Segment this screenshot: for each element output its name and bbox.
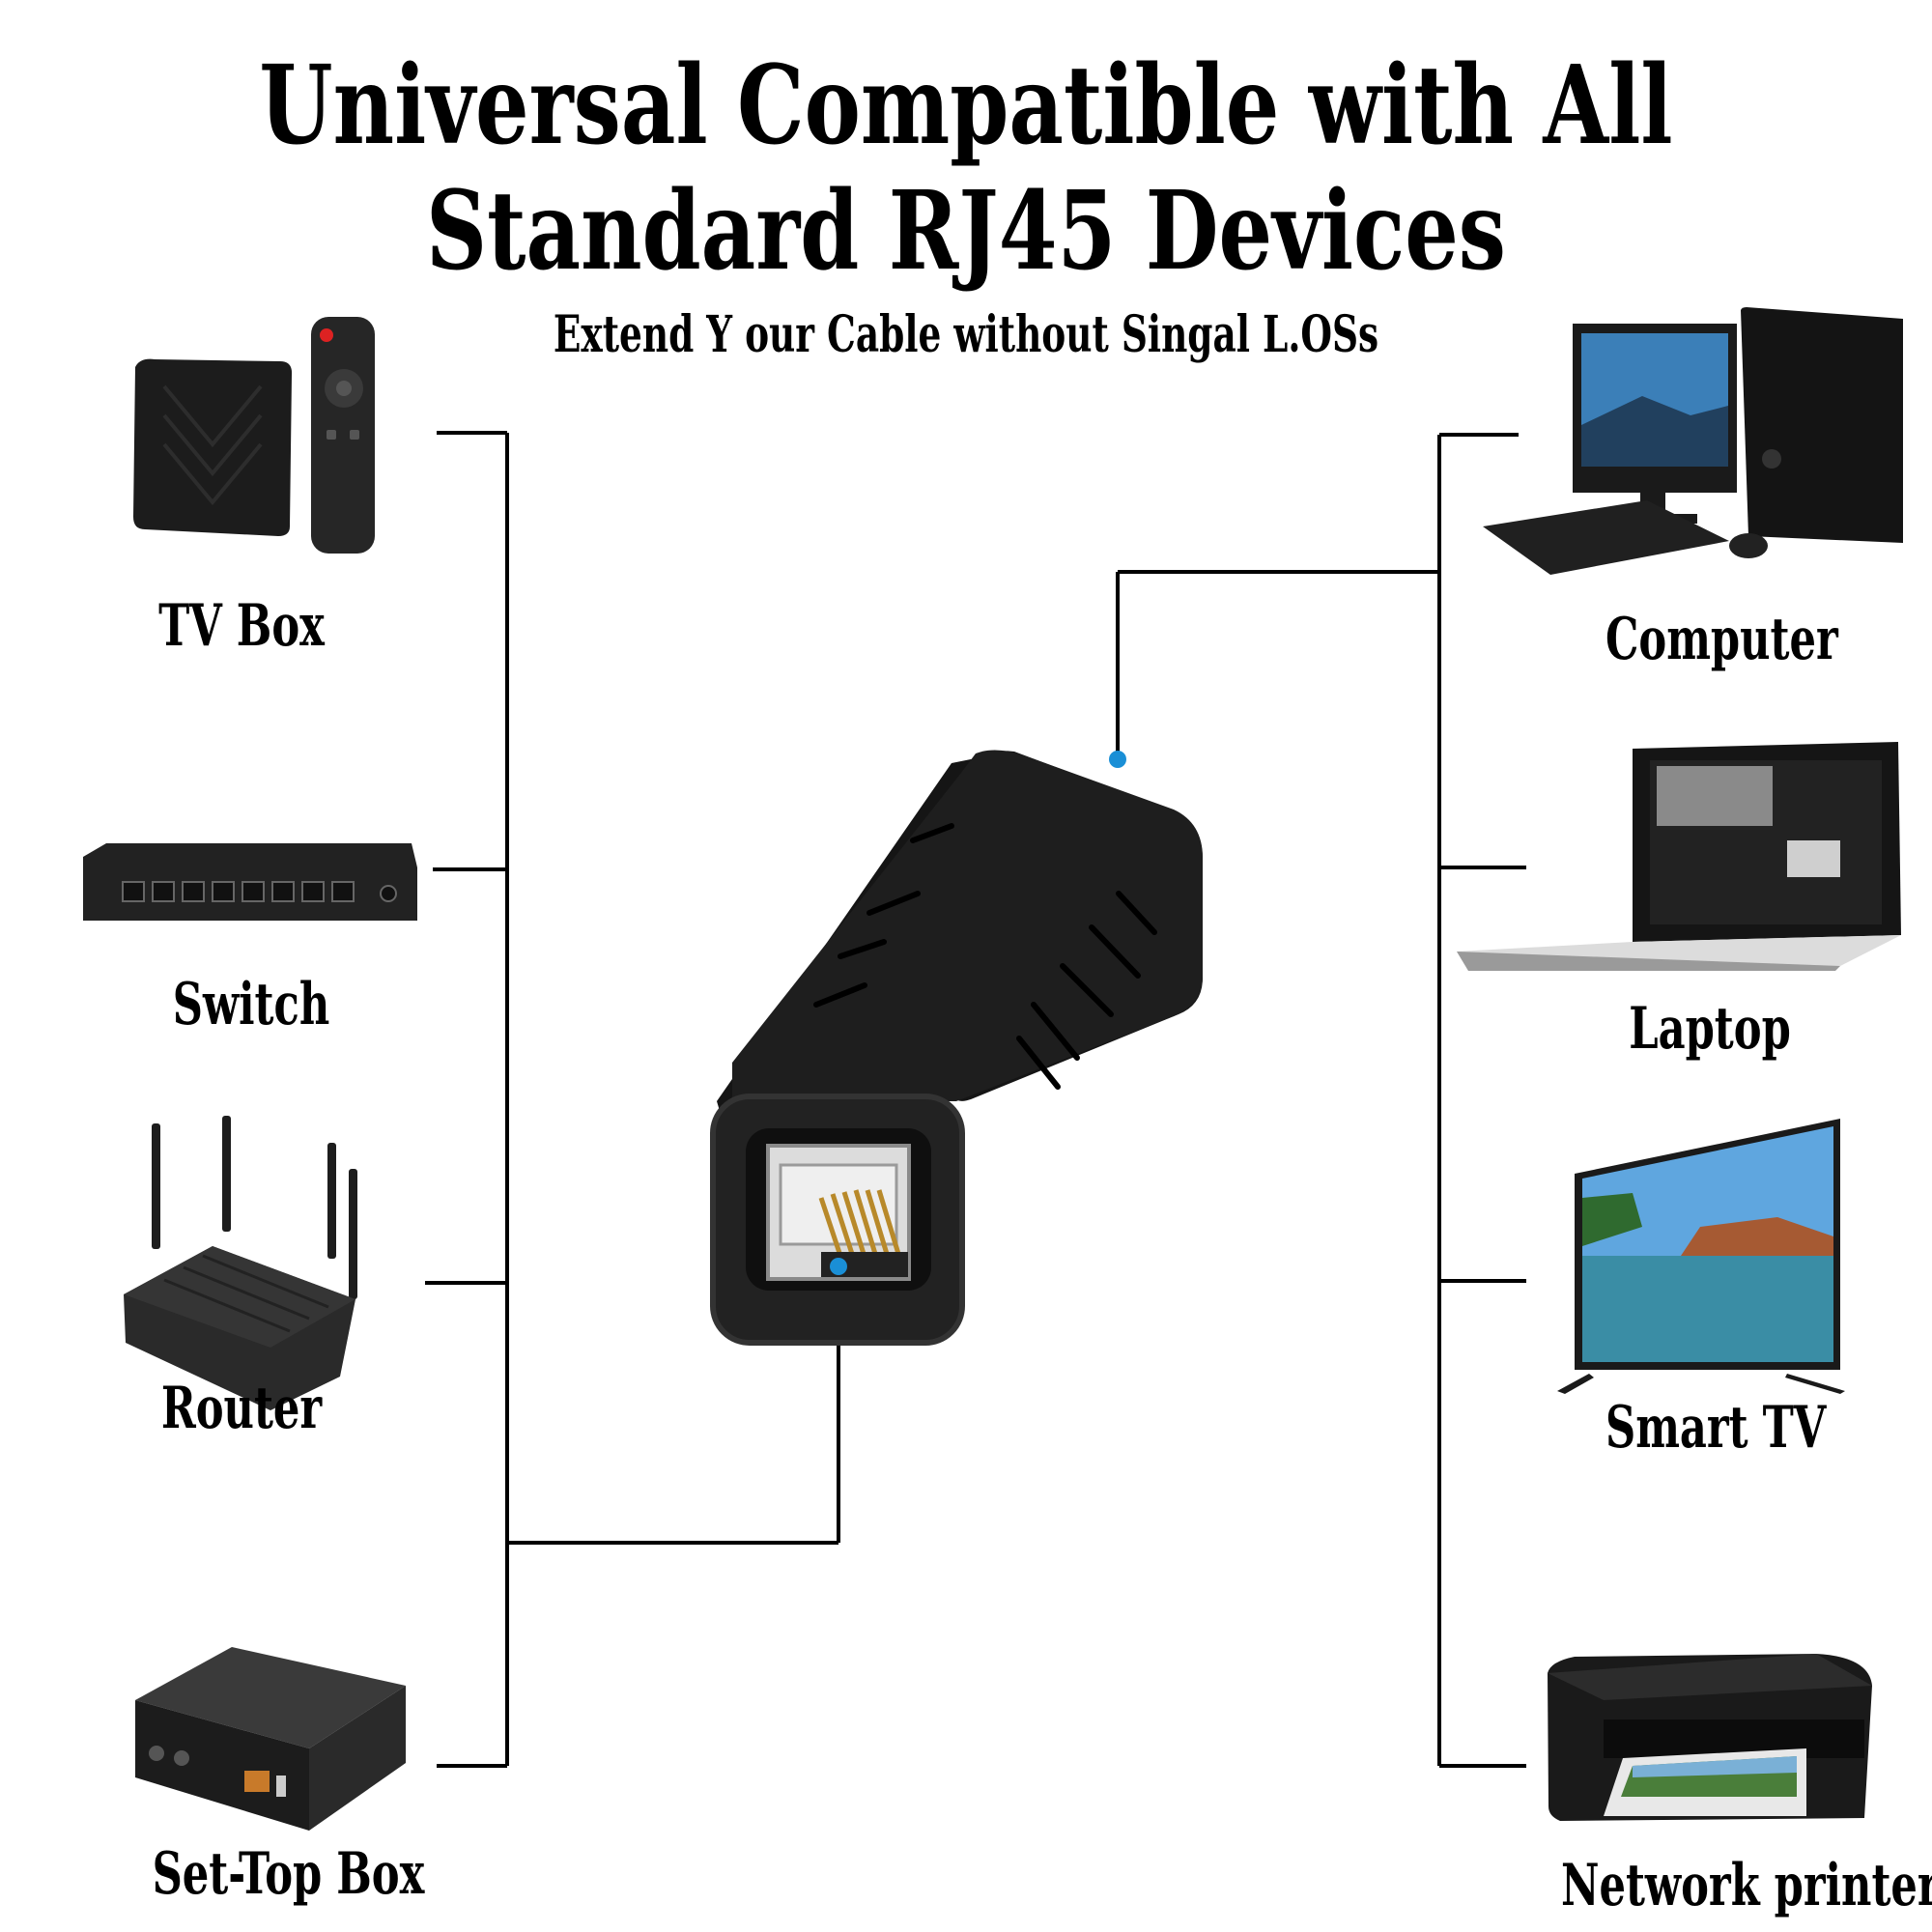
right-bracket-lines (1116, 433, 1526, 1768)
label-computer: Computer (1605, 606, 1838, 673)
label-smart-tv: Smart TV (1605, 1394, 1827, 1462)
desktop-computer-icon (1483, 307, 1903, 575)
label-set-top-box: Set-Top Box (152, 1840, 425, 1908)
wifi-router-icon (124, 1116, 357, 1410)
title-line-1: Universal Compatible with All (259, 43, 1673, 169)
label-tv-box: TV Box (158, 592, 325, 660)
printer-icon (1548, 1654, 1872, 1821)
label-router: Router (160, 1375, 323, 1442)
connector-dot-top (1109, 751, 1126, 768)
label-network-printers: Network printers (1561, 1852, 1932, 1919)
title-line-2: Standard RJ45 Devices (426, 168, 1506, 295)
label-laptop: Laptop (1629, 995, 1791, 1063)
rj45-coupler-icon (710, 750, 1203, 1346)
left-bracket-lines (425, 431, 840, 1768)
smart-tv-icon (1557, 1119, 1845, 1394)
laptop-icon (1457, 742, 1901, 971)
set-top-box-icon (135, 1647, 406, 1831)
tv-box-icon (133, 317, 375, 554)
subtitle: Extend Y our Cable without Singal L.OSs (553, 305, 1379, 364)
connector-dot-bottom (830, 1258, 847, 1275)
label-switch: Switch (172, 971, 330, 1038)
network-switch-icon (83, 843, 417, 921)
